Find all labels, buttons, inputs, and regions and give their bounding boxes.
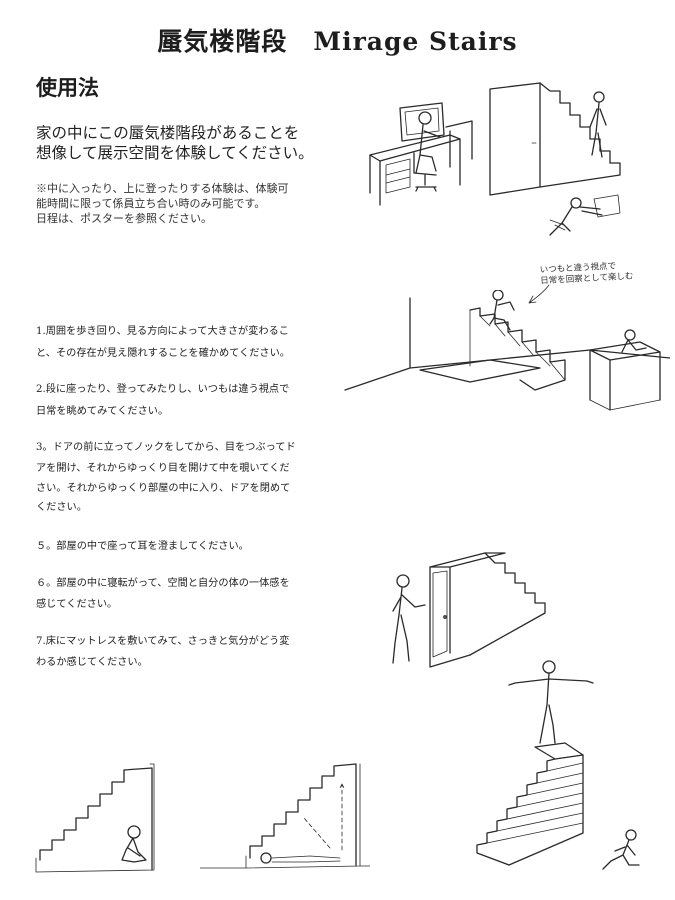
page-title: 蜃気楼階段 Mirage Stairs (157, 27, 518, 56)
step-1-line-2: と、その存在が見え隠れすることを確かめてください。 (36, 348, 290, 359)
usage-heading: 使用法 (36, 75, 99, 100)
note-line-3: 日程は、ポスターを参照ください。 (36, 212, 212, 225)
step-2-line-1: 2.段に座ったり、登ってみたりし、いつもは違う視点で (36, 384, 290, 395)
small-sitting-figure (602, 829, 640, 870)
intro-line-1: 家の中にこの蜃気楼階段があることを (36, 124, 300, 142)
step-6-line-1: ６。部屋の中に寝転がって、空間と自分の体の一体感を (36, 578, 290, 589)
step-3-line-1: 3。ドアの前に立ってノックをしてから、目をつぶってド (36, 442, 296, 453)
step-2-line-2: 日常を眺めてみてください。 (36, 406, 169, 417)
lying-inside-sketch (200, 763, 370, 869)
door-stair-sketch (392, 552, 546, 668)
step-6-line-2: 感じてください。 (36, 599, 118, 610)
standing-figure-sketch (476, 660, 594, 866)
intro-line-2: 想像して展示空間を体験してください。 (36, 144, 314, 162)
step-7-line-1: 7.床にマットレスを敷いてみて、さっきと気分がどう変 (36, 636, 290, 647)
office-stair-sketch (369, 82, 621, 236)
step-5-line-1: ５。部屋の中で座って耳を澄ましてください。 (36, 541, 249, 552)
step-1-line-1: 1.周囲を歩き回り、見る方向によって大きさが変わるこ (36, 326, 289, 337)
step-3-line-4: ください。 (36, 502, 87, 513)
pointer-arrow (528, 284, 550, 304)
platform-stair-sketch (344, 290, 670, 411)
step-7-line-2: わるか感じてください。 (36, 657, 148, 668)
note-line-2: 能時間に限って係員立ち合い時のみ可能です。 (36, 197, 266, 210)
step-3-line-3: さい。それからゆっくり部屋の中に入り、ドアを閉めて (36, 483, 291, 494)
step-3-line-2: アを開け、それからゆっくり目を開けて中を覗いてくだ (36, 463, 290, 474)
sitting-inside-sketch (35, 763, 155, 873)
note-line-1: ※中に入ったり、上に登ったりする体験は、体験可 (36, 182, 289, 195)
